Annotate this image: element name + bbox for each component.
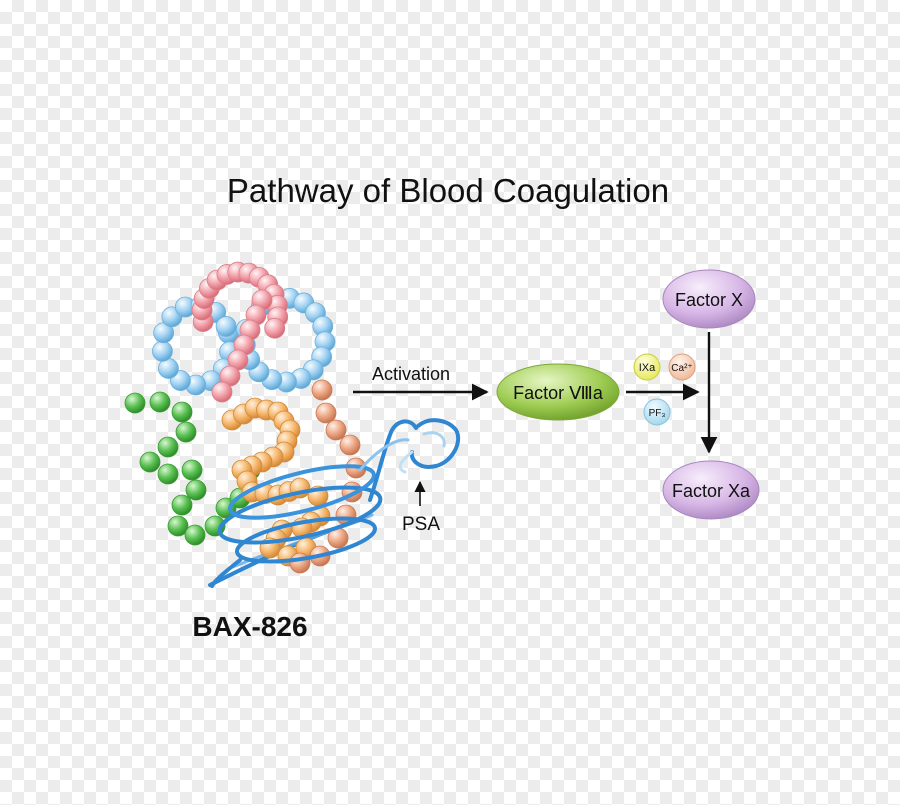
pf3-cofactor: PF₃ bbox=[643, 398, 671, 426]
factor-x-label: Factor X bbox=[675, 290, 743, 310]
green-bead bbox=[171, 401, 193, 423]
factor-viiia-label: Factor Ⅷa bbox=[513, 383, 604, 403]
activation-label: Activation bbox=[372, 364, 450, 384]
pink-bead bbox=[264, 317, 286, 339]
green-bead bbox=[181, 459, 203, 481]
molecule-label: BAX-826 bbox=[192, 611, 307, 642]
green-bead bbox=[139, 451, 161, 473]
salmon-bead bbox=[325, 419, 347, 441]
salmon-bead bbox=[315, 402, 337, 424]
factor-x-node: Factor X bbox=[662, 269, 756, 329]
calcium-cofactor: Ca²⁺ bbox=[668, 353, 696, 381]
blue-bead bbox=[215, 316, 237, 337]
factor-xa-node: Factor Xa bbox=[662, 460, 760, 520]
green-bead bbox=[184, 524, 206, 546]
ixa-cofactor: IXa bbox=[633, 353, 661, 381]
green-bead bbox=[149, 391, 171, 413]
psa-label: PSA bbox=[402, 514, 440, 535]
factor-viiia-node: Factor Ⅷa bbox=[496, 363, 620, 421]
green-bead bbox=[167, 515, 189, 537]
calcium-label: Ca²⁺ bbox=[671, 363, 692, 374]
green-bead bbox=[171, 494, 193, 516]
blue-bead bbox=[152, 340, 173, 362]
green-bead bbox=[157, 436, 179, 458]
factor-xa-label: Factor Xa bbox=[672, 481, 751, 501]
salmon-bead bbox=[289, 552, 311, 574]
psa-ribbon bbox=[210, 418, 461, 588]
pf3-label: PF₃ bbox=[649, 408, 666, 419]
green-bead bbox=[185, 479, 207, 501]
green-bead bbox=[175, 421, 197, 443]
pink-bead bbox=[211, 381, 233, 403]
green-bead bbox=[157, 463, 179, 485]
salmon-bead bbox=[339, 434, 361, 456]
ixa-label: IXa bbox=[639, 362, 656, 374]
green-bead bbox=[124, 392, 146, 414]
salmon-bead bbox=[311, 379, 333, 401]
pink-bead-domain bbox=[191, 261, 289, 403]
diagram-title: Pathway of Blood Coagulation bbox=[227, 172, 669, 209]
